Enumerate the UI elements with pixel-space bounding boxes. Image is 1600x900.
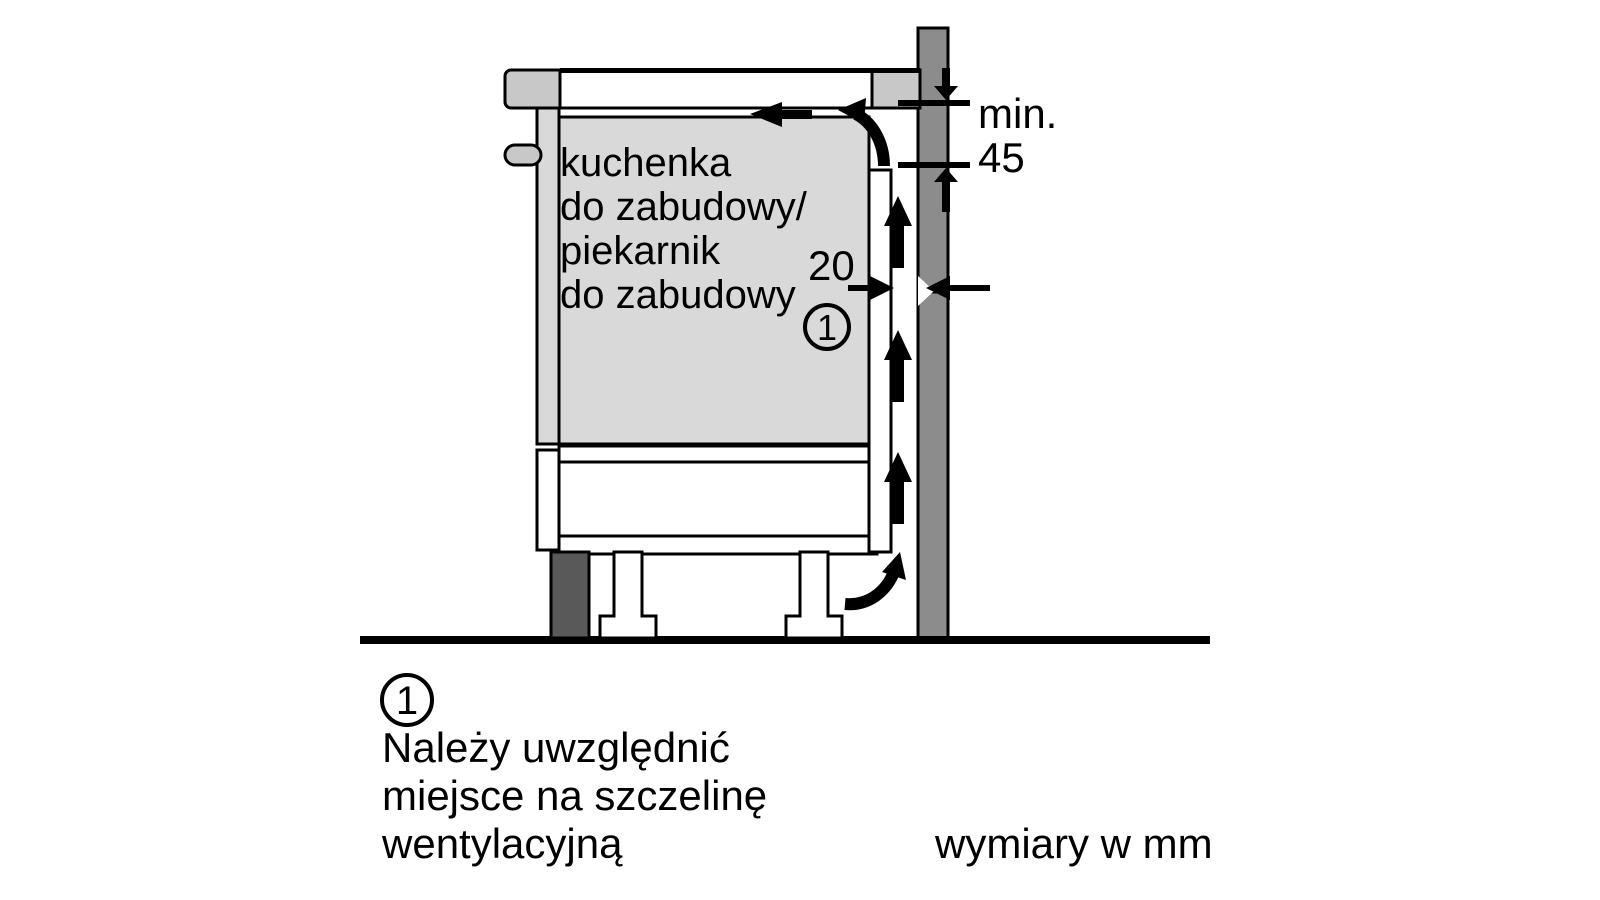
- dim-20-label: 20: [808, 242, 855, 289]
- dimension-min45-group: min. 45: [898, 68, 1057, 212]
- oven-lower-left-panel: [535, 448, 561, 552]
- oven-drawer-top-rail: [557, 444, 871, 464]
- wall-notch: [918, 276, 934, 306]
- wall-group: [916, 26, 950, 642]
- dim20-right-leader: [946, 285, 990, 291]
- appliance-label-line-3: piekarnik: [560, 229, 721, 273]
- oven-face: [557, 115, 871, 446]
- base-group: [549, 550, 844, 640]
- dim45-arrow-down: [934, 68, 958, 100]
- dimension-20-group: 20: [808, 242, 990, 300]
- hob-right-trim: [866, 68, 922, 110]
- dim45-upper-tick: [898, 100, 970, 106]
- callout-marker-on-drawing: 1: [803, 303, 851, 351]
- units-note: wymiary w mm: [934, 820, 1213, 867]
- footnote-group: 1 Należy uwzględnić miejsce na szczelinę…: [380, 673, 767, 867]
- footnote-number: 1: [396, 679, 418, 723]
- callout-circle: [803, 303, 851, 351]
- airflow-left-arrow: [750, 102, 812, 127]
- vent-channel: [867, 168, 893, 554]
- hob-plate: [558, 68, 874, 110]
- appliance-label-line-2: do zabudowy/: [560, 185, 808, 229]
- airflow-up-arrow-1: [884, 196, 912, 268]
- plinth-block: [549, 550, 591, 640]
- wall-lower: [916, 290, 950, 642]
- appliance-label-line-4: do zabudowy: [560, 273, 796, 317]
- airflow-up-arrow-3: [884, 452, 912, 524]
- hob-group: [503, 68, 922, 110]
- footnote-line-1: Należy uwzględnić: [382, 724, 730, 771]
- callout-number: 1: [817, 307, 837, 348]
- airflow-arrows: [750, 98, 912, 611]
- appliance-label-line-1: kuchenka: [560, 141, 732, 185]
- dim45-arrow-up: [934, 168, 958, 212]
- airflow-up-arrow-2: [884, 330, 912, 402]
- dim-min-label: min.: [978, 90, 1057, 137]
- appliance-label-group: kuchenka do zabudowy/ piekarnik do zabud…: [560, 141, 808, 317]
- dim20-left-arrowhead: [870, 276, 894, 300]
- leg-right: [784, 550, 844, 640]
- hob-left-trim: [503, 68, 569, 110]
- footnote-line-3: wentylacyjną: [381, 820, 623, 867]
- dim45-lower-tick: [898, 162, 970, 168]
- oven-knob: [503, 143, 543, 167]
- footnote-line-2: miejsce na szczelinę: [382, 772, 767, 819]
- airflow-curve-bottom: [844, 569, 900, 611]
- footnote-circle: [380, 673, 434, 727]
- vent-channel-group: [867, 168, 893, 554]
- dim20-right-arrowhead: [926, 276, 950, 300]
- leg-left: [598, 550, 658, 640]
- airflow-curve-bottom-head: [882, 552, 906, 580]
- airflow-curve-top-head: [838, 98, 866, 124]
- dim-45-label: 45: [978, 134, 1025, 181]
- floor-line: [360, 636, 1210, 644]
- oven-group: [503, 106, 879, 556]
- hob-top-edge: [560, 68, 920, 73]
- wall-upper: [916, 26, 950, 292]
- dim20-left-leader: [848, 285, 874, 291]
